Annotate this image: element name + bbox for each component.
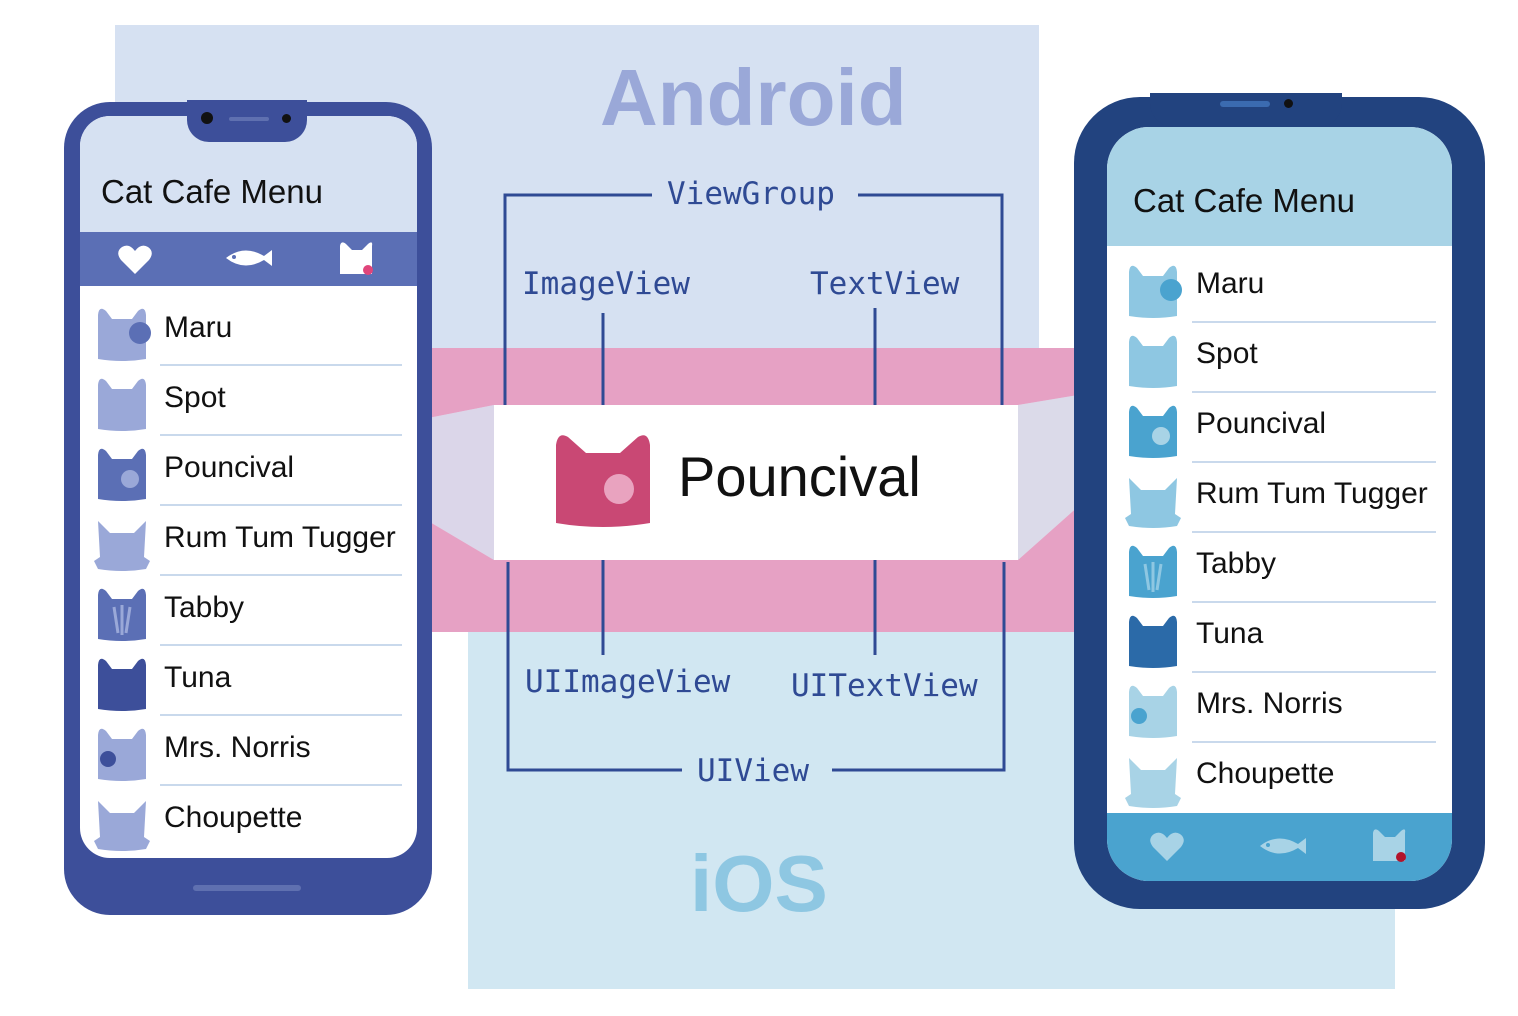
- cat-maru-icon: [1129, 265, 1182, 318]
- ios-notch: [1150, 93, 1342, 127]
- ios-list-divider: [1192, 321, 1436, 323]
- ios-list-item[interactable]: Spot: [1107, 325, 1452, 395]
- android-list-item-name: Rum Tum Tugger: [164, 521, 396, 554]
- cat-pouncival-icon: [556, 435, 650, 527]
- android-list-item-name: Choupette: [164, 801, 303, 834]
- heart-icon[interactable]: [1147, 827, 1187, 867]
- cat-choupette-icon: [1125, 758, 1181, 808]
- ios-list-divider: [1192, 531, 1436, 533]
- cat-pouncival-icon: [1129, 405, 1177, 458]
- cat-tuna-icon: [1129, 615, 1177, 668]
- ios-list-item-name: Maru: [1196, 267, 1265, 300]
- android-list-item[interactable]: Tuna: [80, 648, 417, 718]
- android-list-divider: [160, 364, 402, 366]
- cat-icon[interactable]: [1369, 825, 1409, 865]
- android-list-item-name: Mrs. Norris: [164, 731, 311, 764]
- cat-spot-icon: [1129, 335, 1177, 388]
- cat-tabby-icon: [98, 588, 146, 641]
- android-list-item[interactable]: Pouncival: [80, 438, 417, 508]
- ios-list-item-name: Mrs. Norris: [1196, 687, 1343, 720]
- android-list-item[interactable]: Rum Tum Tugger: [80, 508, 417, 578]
- android-label: Android: [600, 53, 907, 142]
- android-list-item[interactable]: Maru: [80, 298, 417, 368]
- heart-icon[interactable]: [115, 240, 155, 280]
- android-home-indicator[interactable]: [193, 885, 301, 891]
- viewgroup-bracket-right: [858, 193, 1004, 405]
- android-tab-bar: [80, 232, 417, 286]
- center-item-name: Pouncival: [678, 445, 921, 508]
- android-list-divider: [160, 644, 402, 646]
- android-list-divider: [160, 574, 402, 576]
- ios-list-item-name: Choupette: [1196, 757, 1335, 790]
- uiview-bracket-left: [506, 562, 682, 772]
- android-list-item[interactable]: Mrs. Norris: [80, 718, 417, 788]
- android-list-item-name: Maru: [164, 311, 233, 344]
- cat-choupette-icon: [94, 801, 150, 851]
- cat-maru-icon: [98, 308, 151, 361]
- fish-icon[interactable]: [220, 238, 274, 278]
- ios-list-divider: [1192, 391, 1436, 393]
- cat-mrs-norris-icon: [98, 728, 146, 781]
- cat-tabby-icon: [1129, 545, 1177, 598]
- uiimageview-label: UIImageView: [525, 664, 731, 700]
- ios-list-item-name: Tuna: [1196, 617, 1264, 650]
- ios-list-divider: [1192, 601, 1436, 603]
- android-list-item[interactable]: Spot: [80, 368, 417, 438]
- viewgroup-bracket-left: [503, 193, 652, 405]
- center-view-card: [494, 405, 1018, 560]
- ios-list-divider: [1192, 671, 1436, 673]
- ios-app-header: Cat Cafe Menu: [1107, 127, 1452, 246]
- viewgroup-label: ViewGroup: [667, 176, 835, 212]
- android-list-divider: [160, 434, 402, 436]
- cat-pouncival-icon: [98, 448, 146, 501]
- ios-app-title: Cat Cafe Menu: [1133, 182, 1355, 219]
- android-list-item[interactable]: Choupette: [80, 788, 417, 858]
- ios-list-item[interactable]: Pouncival: [1107, 395, 1452, 465]
- fish-icon[interactable]: [1254, 826, 1308, 866]
- android-list-item[interactable]: Tabby: [80, 578, 417, 648]
- ios-list-item-name: Tabby: [1196, 547, 1277, 580]
- cat-spot-icon: [98, 378, 146, 431]
- android-app-title: Cat Cafe Menu: [101, 173, 323, 210]
- android-list-item-name: Pouncival: [164, 451, 295, 484]
- android-list-item-name: Tuna: [164, 661, 232, 694]
- ios-list-item[interactable]: Rum Tum Tugger: [1107, 465, 1452, 535]
- android-list-item-name: Tabby: [164, 591, 245, 624]
- uiview-bracket-right: [832, 562, 1006, 772]
- ios-list-item[interactable]: Tabby: [1107, 535, 1452, 605]
- android-list-divider: [160, 784, 402, 786]
- android-list-item-name: Spot: [164, 381, 226, 414]
- ios-list-item-name: Pouncival: [1196, 407, 1327, 440]
- ios-list-item-name: Spot: [1196, 337, 1258, 370]
- cat-tuna-icon: [98, 658, 146, 711]
- uitextview-label: UITextView: [791, 668, 978, 704]
- ios-list-item[interactable]: Tuna: [1107, 605, 1452, 675]
- imageview-label: ImageView: [522, 266, 690, 302]
- ios-list-divider: [1192, 461, 1436, 463]
- cat-mrs-norris-icon: [1129, 685, 1177, 738]
- textview-label: TextView: [810, 266, 960, 302]
- android-list-divider: [160, 504, 402, 506]
- android-notch: [187, 100, 307, 142]
- cat-rum-tum-tugger-icon: [94, 521, 150, 571]
- ios-list-item[interactable]: Choupette: [1107, 745, 1452, 815]
- ios-list-divider: [1192, 741, 1436, 743]
- ios-tab-bar: [1107, 813, 1452, 881]
- uiview-label: UIView: [697, 753, 809, 789]
- cat-icon[interactable]: [336, 238, 376, 278]
- cat-rum-tum-tugger-icon: [1125, 478, 1181, 528]
- ios-list-item[interactable]: Mrs. Norris: [1107, 675, 1452, 745]
- ios-list-item[interactable]: Maru: [1107, 255, 1452, 325]
- ios-list-item-name: Rum Tum Tugger: [1196, 477, 1428, 510]
- ios-label: iOS: [690, 839, 828, 928]
- android-list-divider: [160, 714, 402, 716]
